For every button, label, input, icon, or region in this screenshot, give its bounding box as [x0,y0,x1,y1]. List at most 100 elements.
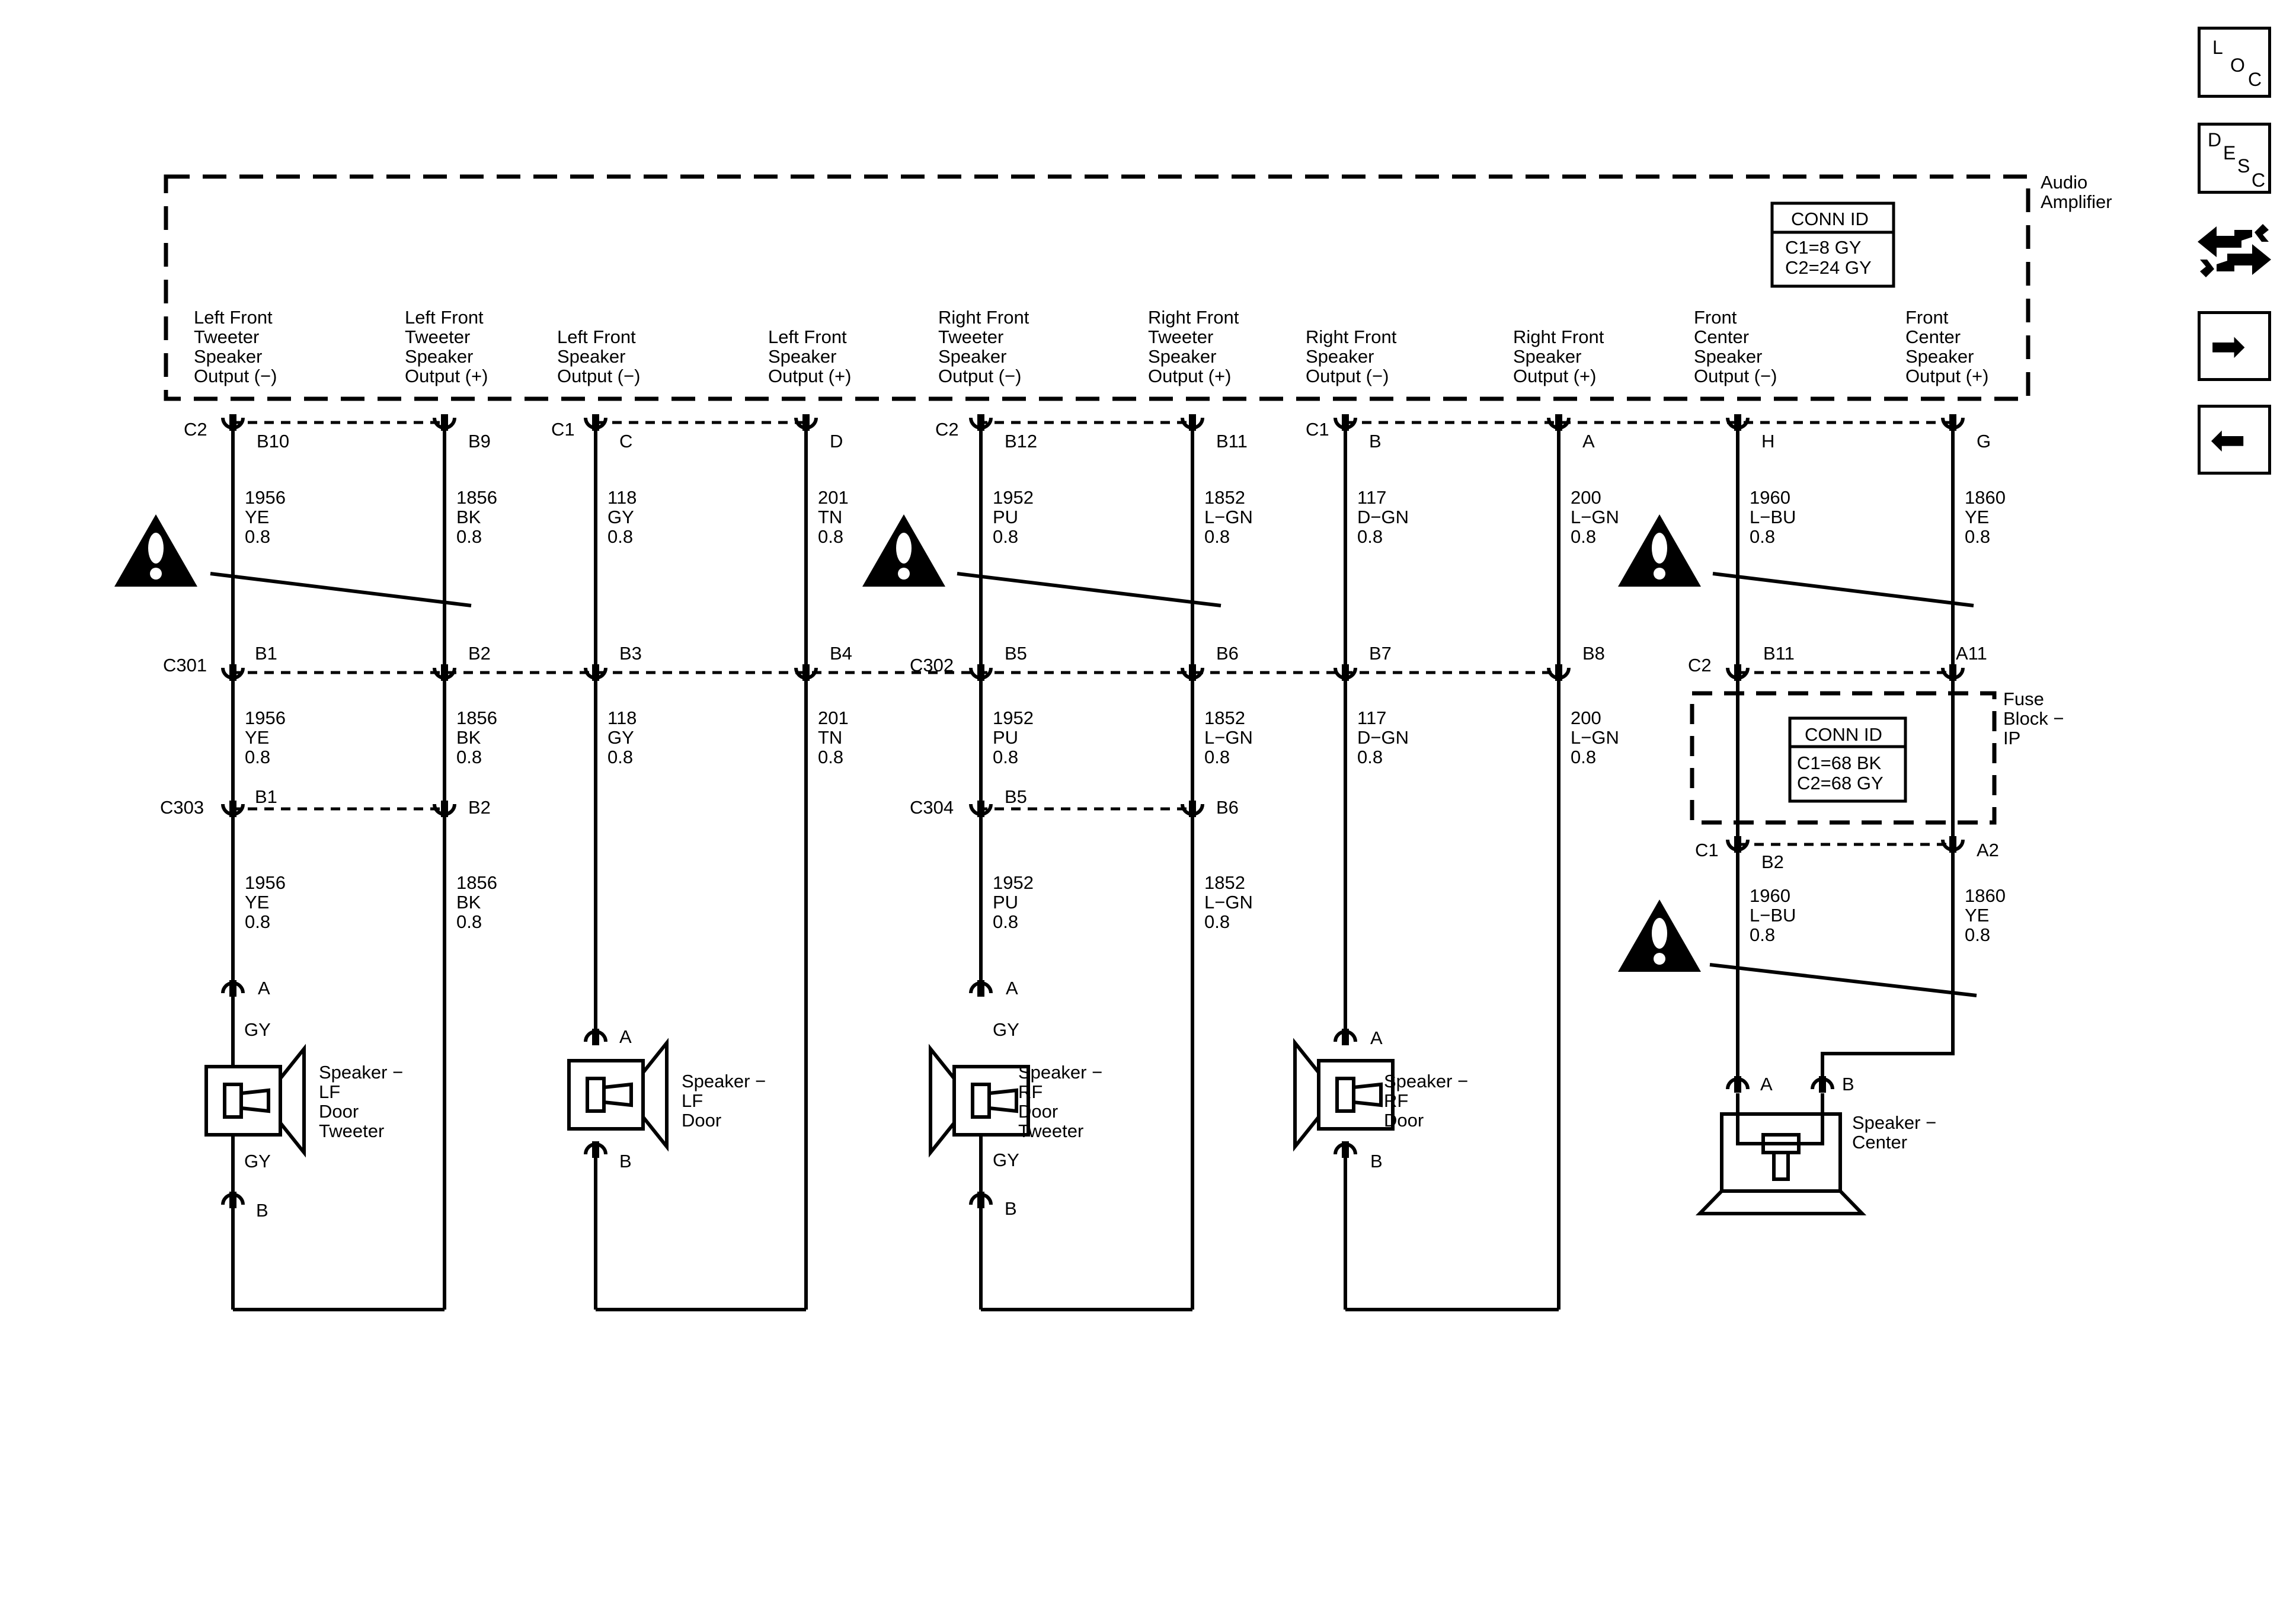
wire-label-6-0: 117 [1357,487,1386,508]
wire-label-7-0: 200 [1571,487,1601,508]
amp-output-4-line-2: Speaker [938,346,1006,367]
connector-pin [584,1029,607,1045]
lf-tweeter-lead-bottom: GY [244,1151,271,1172]
center-name-line-0: Speaker − [1852,1112,1936,1133]
amp-output-1-line-2: Speaker [405,346,473,367]
caution-icon [1618,514,1701,587]
connector-pin [1547,664,1571,681]
rf-tweeter-name-line-2: Door [1018,1101,1058,1122]
wire-label-6-0: 117 [1357,708,1386,728]
amp-output-9-line-1: Center [1905,327,1961,347]
inline-conn-c304: C304 [910,797,954,818]
wire-label-8-0: 1960 [1750,487,1790,508]
wire-label-1-2: 0.8 [456,911,482,932]
left-arrow-icon: ⬅ [2210,415,2246,465]
wire-label-7-1: L−GN [1571,507,1619,527]
desc-letter-d: D [2208,129,2222,151]
inline-row2-pin-0: B1 [255,786,277,807]
caution-icon [1618,900,1701,972]
wire-label-0-2: 0.8 [245,747,270,767]
wire-label-7-2: 0.8 [1571,747,1596,767]
amp-output-1-line-0: Left Front [405,307,484,328]
wire-label-1-1: BK [456,507,481,527]
amp-output-6-line-2: Output (−) [1306,366,1389,386]
wire-label-1-1: BK [456,727,481,748]
wire-label-2-0: 118 [607,708,637,728]
wire-label-4-2: 0.8 [993,526,1018,547]
amp-output-1-line-3: Output (+) [405,366,488,386]
loc-letter-c: C [2248,69,2262,90]
amp-pin-0: B10 [257,431,289,452]
inline-row2-pin-3: B6 [1216,797,1239,818]
wire-label-0-1: YE [245,507,269,527]
connector-pin [969,980,993,997]
connector-pin [969,414,993,431]
wire-label-3-2: 0.8 [1204,911,1230,932]
wire-label-1-0: 1860 [1965,885,2006,906]
inline-row1-pin-7: B8 [1582,643,1605,664]
amplifier-name-line-0: Audio [2041,172,2087,193]
wire-label-0-0: 1956 [245,708,286,728]
connector-pin [433,801,456,817]
wire-label-6-1: D−GN [1357,727,1409,748]
wire-label-9-0: 1860 [1965,487,2006,508]
wire-label-0-1: L−BU [1750,905,1796,926]
wire-label-0-1: YE [245,892,269,913]
amp-output-3-line-1: Speaker [768,346,836,367]
connector-pin [221,664,245,681]
wire-label-9-2: 0.8 [1965,526,1990,547]
rf-tweeter-lead-bottom: GY [993,1150,1019,1170]
wire-label-6-1: D−GN [1357,507,1409,527]
wire-label-1-1: BK [456,892,481,913]
fuse-block-name-line-0: Fuse [2003,689,2044,709]
next-page-button[interactable]: ➡ [2198,311,2271,381]
connector-pin [584,1141,607,1158]
center-name-line-1: Center [1852,1132,1907,1153]
amp-output-9-line-3: Output (+) [1905,366,1988,386]
connector-pin [1547,414,1571,431]
amp-connector-name-2: C2 [935,419,959,440]
wire-label-9-1: YE [1965,507,1989,527]
inline-row1-pin-5: B6 [1216,643,1239,664]
wire-label-3-1: TN [818,507,842,527]
amp-output-9-line-0: Front [1905,307,1949,328]
connector-pin [969,1192,993,1208]
amp-output-7-line-2: Output (+) [1513,366,1596,386]
connector-pin [1181,414,1204,431]
wire-label-1-0: 1856 [456,487,497,508]
connector-pin [584,414,607,431]
lf-tweeter-name-line-1: LF [319,1081,340,1102]
connector-pin [221,414,245,431]
inline-row1-pin-4: B5 [1005,643,1027,664]
rf-door-name-line-0: Speaker − [1384,1071,1468,1092]
lf-tweeter-name-line-3: Tweeter [319,1121,384,1141]
rf-door-name-line-1: RF [1384,1090,1408,1111]
connector-view-button[interactable] [2193,218,2276,289]
desc-button[interactable]: D E S C [2198,123,2271,194]
inline-row1-pin-8: B11 [1763,643,1795,664]
inline-row1-pin-9: A11 [1956,643,1987,664]
lf-door-name-line-0: Speaker − [682,1071,766,1092]
inline-row1-pin-1: B2 [468,643,491,664]
inline-conn-c301: C301 [163,655,207,676]
amp-output-0-line-2: Speaker [194,346,262,367]
lf-tweeter-name-line-2: Door [319,1101,359,1122]
connector-pin [1181,664,1204,681]
amp-pin-7: A [1582,431,1595,452]
connector-pin [1811,1076,1834,1093]
wire-label-7-2: 0.8 [1571,526,1596,547]
wire-label-0-1: YE [245,727,269,748]
fuse-conn-id-title: CONN ID [1805,724,1882,745]
amp-output-6-line-1: Speaker [1306,346,1374,367]
prev-page-button[interactable]: ⬅ [2198,405,2271,475]
wire-label-3-2: 0.8 [818,747,843,767]
connector-pin [794,414,818,431]
rf-tweeter-name-line-0: Speaker − [1018,1062,1102,1083]
loc-button[interactable]: L O C [2198,27,2271,98]
wire-label-4-1: PU [993,507,1018,527]
amp-connector-name-1: C1 [551,419,575,440]
desc-letter-s: S [2237,155,2250,177]
connector-pin [1941,664,1965,681]
inline-row2-pin-1: B2 [468,797,491,818]
